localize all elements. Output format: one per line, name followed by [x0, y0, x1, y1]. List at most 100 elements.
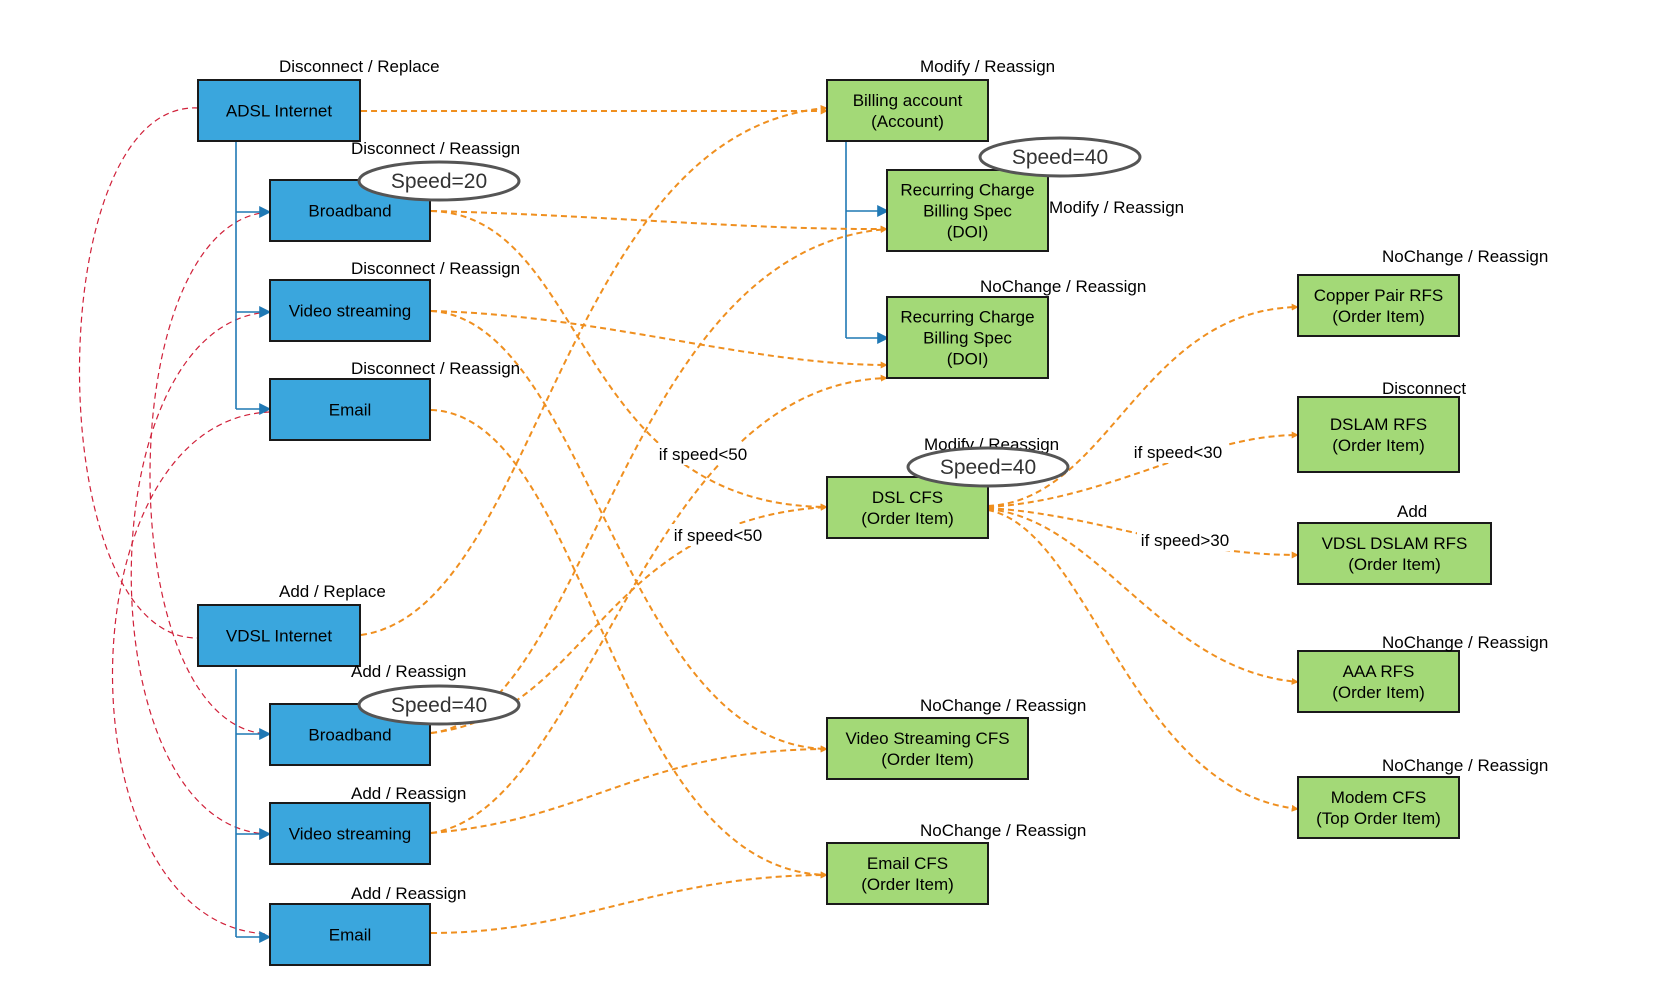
node-label-line: (Account): [871, 112, 944, 131]
node-billing-account: Billing account (Account) Modify / Reassig…: [826, 57, 1055, 142]
speed-badge-text: Speed=20: [391, 170, 487, 193]
link-vdsl-email-cfs: [430, 871, 828, 934]
node-annotation: Add: [1397, 502, 1427, 521]
speed-badge-ellipse: [978, 136, 1142, 178]
speed-badge-text: Speed=40: [1012, 146, 1108, 169]
condition-bg-3: [1130, 441, 1226, 463]
node-dslam-rfs: DSLAM RFS (Order Item) Disconnect: [1297, 379, 1466, 473]
node-box: [1297, 396, 1460, 473]
node-box: [1297, 776, 1460, 839]
node-box: [1297, 274, 1460, 337]
condition-bg-2: [670, 524, 766, 546]
speed-badge-adsl-broadband: Speed=20: [357, 160, 521, 202]
speed-badge-ellipse: [357, 160, 521, 202]
node-label-line: VDSL DSLAM RFS: [1322, 534, 1468, 553]
node-label-line: Video streaming: [289, 302, 412, 321]
node-box: [826, 79, 989, 142]
node-label-line: Billing Spec: [923, 202, 1012, 221]
link-dsl-aaa: [987, 508, 1299, 685]
node-label-line: (Order Item): [1332, 307, 1425, 326]
link-dsl-copper: [987, 303, 1299, 507]
node-label-line: (Order Item): [1332, 436, 1425, 455]
node-adsl-video: Video streaming Disconnect / Reassign: [269, 259, 520, 342]
node-annotation: Add / Reassign: [351, 784, 466, 803]
node-annotation: Disconnect / Replace: [279, 57, 440, 76]
node-label-line: (Order Item): [861, 875, 954, 894]
node-copper-rfs: Copper Pair RFS(Order Item)NoChange / Re…: [1297, 247, 1548, 337]
node-annotation: Disconnect / Reassign: [351, 139, 520, 158]
node-annotation: NoChange / Reassign: [1382, 633, 1548, 652]
condition-label-3: if speed<30: [1134, 443, 1222, 462]
condition-bg-4: [1137, 529, 1233, 551]
node-vdsl-internet: VDSL Internet Add / Replace: [197, 582, 386, 667]
node-box: [269, 802, 431, 865]
node-vdsl-email: Email Add / Reassign: [269, 884, 466, 966]
node-label-line: Broadband: [308, 202, 391, 221]
node-label-line: Email: [329, 926, 372, 945]
node-vdsl-dslam-rfs: VDSL DSLAM RFS(Order Item)Add: [1297, 502, 1492, 585]
node-adsl-internet: ADSL Internet Disconnect / Replace: [197, 57, 440, 142]
node-box: [269, 903, 431, 966]
node-annotation: Disconnect / Reassign: [351, 259, 520, 278]
node-label-line: Recurring Charge: [900, 181, 1034, 200]
speed-badge-text: Speed=40: [391, 694, 487, 717]
migration-link-internet: [78, 107, 199, 639]
speed-badge-vdsl-broadband: Speed=40: [357, 684, 521, 726]
condition-labels: if speed<50 if speed<50 if speed<30 if s…: [655, 441, 1233, 551]
node-annotation: NoChange / Reassign: [1382, 247, 1548, 266]
node-box: [197, 79, 361, 142]
node-label-line: Video streaming: [289, 825, 412, 844]
node-video-cfs: Video Streaming CFS(Order Item)NoChange …: [826, 696, 1086, 780]
node-box: [826, 842, 989, 905]
node-annotation: Add / Reassign: [351, 662, 466, 681]
node-box: [826, 476, 989, 539]
speed-badge-text: Speed=40: [940, 456, 1036, 479]
link-vdsl-video-rc2: [430, 374, 888, 834]
node-label-line: Video Streaming CFS: [845, 729, 1009, 748]
condition-label-4: if speed>30: [1141, 531, 1229, 550]
node-label-line: DSL CFS: [872, 488, 943, 507]
node-label-line: Billing Spec: [923, 329, 1012, 348]
node-label-line: Email CFS: [867, 854, 948, 873]
node-box: [1297, 650, 1460, 713]
mapping-links: [360, 105, 1299, 934]
node-label-line: VDSL Internet: [226, 627, 332, 646]
node-box: [1297, 522, 1492, 585]
node-label-line: Billing account: [853, 91, 963, 110]
node-label-line: DSLAM RFS: [1330, 415, 1427, 434]
node-annotation: Modify / Reassign: [1049, 198, 1184, 217]
node-modem-cfs: Modem CFS(Top Order Item)NoChange / Reas…: [1297, 756, 1548, 839]
migration-link-email: [112, 411, 271, 935]
node-annotation: Disconnect: [1382, 379, 1466, 398]
node-annotation: Add / Replace: [279, 582, 386, 601]
node-box: [269, 378, 431, 441]
node-annotation: Modify / Reassign: [920, 57, 1055, 76]
link-vdsl-broadband-rc1: [430, 226, 888, 734]
node-label-line: ADSL Internet: [226, 102, 332, 121]
link-vdsl-internet-billing: [360, 105, 828, 636]
node-dsl-cfs: DSL CFS(Order Item)Modify / Reassign: [826, 435, 1059, 539]
link-adsl-broadband-rc1: [430, 210, 888, 233]
link-adsl-video-cfs: [430, 310, 828, 753]
node-box: [269, 279, 431, 342]
node-label-line: (Top Order Item): [1316, 809, 1441, 828]
condition-label-2: if speed<50: [674, 526, 762, 545]
node-label-line: (DOI): [947, 350, 989, 369]
node-label-line: Modem CFS: [1331, 788, 1426, 807]
link-adsl-broadband-dsl: [430, 210, 828, 511]
node-annotation: Add / Reassign: [351, 884, 466, 903]
link-dsl-modem: [987, 509, 1299, 812]
nodes: ADSL Internet Disconnect / ReplaceBroadba…: [197, 57, 1548, 966]
tree-links: [235, 142, 890, 943]
node-label-line: Recurring Charge: [900, 308, 1034, 327]
speed-badge-ellipse: [906, 446, 1070, 488]
node-annotation: NoChange / Reassign: [980, 277, 1146, 296]
condition-label-1: if speed<50: [659, 445, 747, 464]
node-box: [886, 169, 1049, 252]
speed-badges: Speed=20 Speed=40 Speed=40 Speed=40: [357, 136, 1142, 726]
node-annotation: NoChange / Reassign: [920, 696, 1086, 715]
